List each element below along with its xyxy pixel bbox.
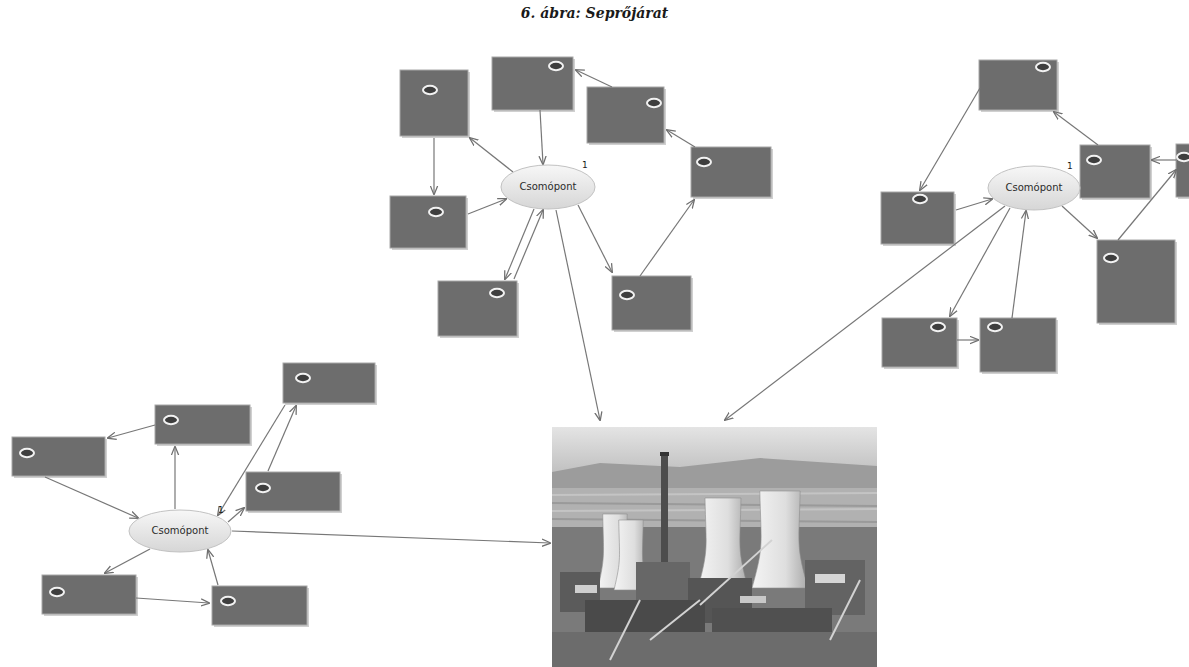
station-box [12,437,107,478]
flow-arrow [640,200,694,276]
station-box [979,60,1059,112]
flow-arrow [576,70,612,87]
node-label: Csomópont [1006,182,1063,194]
node-label: Csomópont [520,181,577,193]
figure-title: 6. ábra: Seprőjárat [0,5,1189,21]
station-box [691,147,773,199]
station-box [283,363,377,405]
flow-arrow [505,209,534,279]
footnote-mark: 1 [582,161,588,170]
flow-arrow [232,531,550,543]
station-box [155,405,252,446]
station-box [881,192,956,246]
footnote-mark: 1 [218,506,224,515]
flow-arrow [45,477,138,518]
flow-arrow [105,549,150,573]
flow-arrow [174,447,175,509]
node-label: Csomópont [152,525,209,537]
flow-arrow [136,598,209,603]
station-box [492,57,575,112]
junction-ellipse: Csomópont 1 [987,165,1081,211]
station-box [246,472,342,513]
flow-arrows [45,70,1176,603]
junction-ellipse: Csomópont 1 [128,509,232,553]
flow-arrow [514,210,543,279]
power-plant-photo [552,427,877,667]
station-box [1080,145,1152,200]
station-box [980,318,1058,374]
station-box [1176,144,1189,199]
station-box [882,318,959,369]
flow-arrow [470,138,513,172]
flow-arrow [1152,159,1176,160]
flow-arrow [1012,211,1026,318]
station-box [438,281,519,338]
station-box [1097,240,1177,325]
flow-arrow [556,210,600,420]
station-box [212,586,309,627]
footnote-mark: 1 [1067,162,1073,171]
flow-arrow [956,199,992,210]
station-box [42,575,138,616]
station-box [612,276,693,332]
flow-arrow [218,405,285,515]
flow-arrow [578,205,612,272]
station-box [390,196,468,250]
flow-arrow [540,110,543,164]
flow-arrow [950,208,1010,316]
flow-arrow [468,199,506,214]
junction-ellipse: Csomópont 1 [500,164,596,210]
station-boxes [12,57,1189,627]
station-box [400,70,470,138]
flow-arrow [108,425,155,438]
flow-arrow [208,550,218,585]
flow-arrow [433,138,434,194]
flow-arrow [957,339,978,340]
flow-arrow [725,206,1005,420]
station-box [587,87,666,145]
flow-arrow [1062,206,1097,238]
flow-arrow [268,406,296,471]
flow-arrow [667,130,695,147]
flow-arrow [1118,170,1176,240]
flow-arrow [228,508,244,522]
flow-arrow [920,88,980,190]
flow-arrow [1054,112,1098,145]
